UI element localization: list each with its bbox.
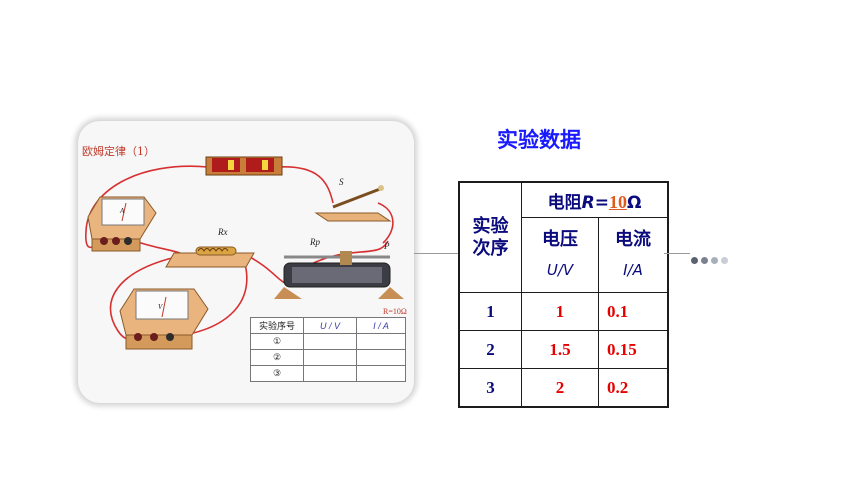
- resistance-symbol: R: [581, 192, 595, 213]
- dot-icon: [701, 257, 708, 264]
- rx-label: Rx: [218, 227, 228, 237]
- dot-icon: [711, 257, 718, 264]
- mini-r-note: R=10Ω: [383, 307, 407, 316]
- switch: [314, 185, 392, 222]
- circuit-title: 欧姆定律（1）: [82, 145, 155, 158]
- divider-line: [414, 253, 458, 254]
- mini-header-seq: 实验序号: [250, 317, 304, 334]
- row-voltage: 1: [521, 292, 599, 331]
- ammeter-label: A: [120, 207, 125, 215]
- resistance-prefix: 电阻: [547, 192, 582, 213]
- wire: [277, 166, 334, 204]
- mini-row-label: ③: [250, 365, 304, 382]
- mini-header-u: U / V: [303, 317, 357, 334]
- resistance-eq: =: [594, 192, 609, 213]
- mini-cell: [356, 365, 406, 382]
- mini-data-table: 实验序号 U / V I / A ① ② ③: [250, 317, 406, 382]
- mini-row-label: ②: [250, 349, 304, 366]
- voltmeter-label: V: [158, 303, 163, 311]
- row-current: 0.2: [598, 368, 669, 408]
- mini-row-label: ①: [250, 333, 304, 350]
- dot-icon: [721, 257, 728, 264]
- rheostat: [274, 251, 404, 299]
- row-number: 2: [458, 330, 522, 369]
- resistance-value: 10: [608, 191, 627, 212]
- ammeter: [87, 196, 157, 252]
- circuit-image: 欧姆定律（1） S Rx Rp P A V R=10Ω 实验序号 U / V I…: [78, 121, 414, 403]
- row-current: 0.15: [598, 330, 669, 369]
- header-sequence: 实验 次序: [458, 181, 522, 293]
- table-row: 1 1 0.1: [458, 292, 669, 331]
- row-number: 3: [458, 368, 522, 408]
- header-resistance: 电阻R=10Ω: [521, 181, 669, 218]
- row-current: 0.1: [598, 292, 669, 331]
- voltmeter: [119, 288, 209, 350]
- table-row: 2 1.5 0.15: [458, 330, 669, 369]
- circuit-diagram: [85, 156, 404, 350]
- dot-icon: [691, 257, 698, 264]
- voltage-unit: U/V: [546, 261, 574, 279]
- p-label: P: [384, 241, 390, 251]
- mini-cell: [303, 333, 357, 350]
- rp-label: Rp: [310, 237, 320, 247]
- current-label: 电流: [615, 229, 651, 250]
- page-title: 实验数据: [497, 128, 581, 152]
- battery-box: [205, 156, 283, 176]
- current-unit: I/A: [623, 261, 643, 279]
- rx-resistor: [165, 246, 255, 268]
- mini-cell: [303, 349, 357, 366]
- resistance-unit: Ω: [626, 192, 642, 213]
- row-number: 1: [458, 292, 522, 331]
- header-voltage: 电压 U/V: [521, 217, 599, 293]
- mini-cell: [356, 333, 406, 350]
- table-row: 3 2 0.2: [458, 368, 669, 408]
- header-sequence-line1: 实验: [472, 215, 509, 237]
- wire: [377, 202, 394, 244]
- experiment-data-table: 实验 次序 电阻R=10Ω 电压 U/V 电流 I/A 1 1 0.1 2 1.…: [458, 181, 669, 408]
- mini-cell: [303, 365, 357, 382]
- switch-label: S: [339, 177, 344, 187]
- decorative-dots: [691, 249, 731, 268]
- header-sequence-line2: 次序: [472, 237, 509, 259]
- mini-cell: [356, 349, 406, 366]
- divider-line: [664, 253, 690, 254]
- header-current: 电流 I/A: [598, 217, 669, 293]
- row-voltage: 2: [521, 368, 599, 408]
- mini-header-i: I / A: [356, 317, 406, 334]
- voltage-label: 电压: [542, 229, 578, 250]
- row-voltage: 1.5: [521, 330, 599, 369]
